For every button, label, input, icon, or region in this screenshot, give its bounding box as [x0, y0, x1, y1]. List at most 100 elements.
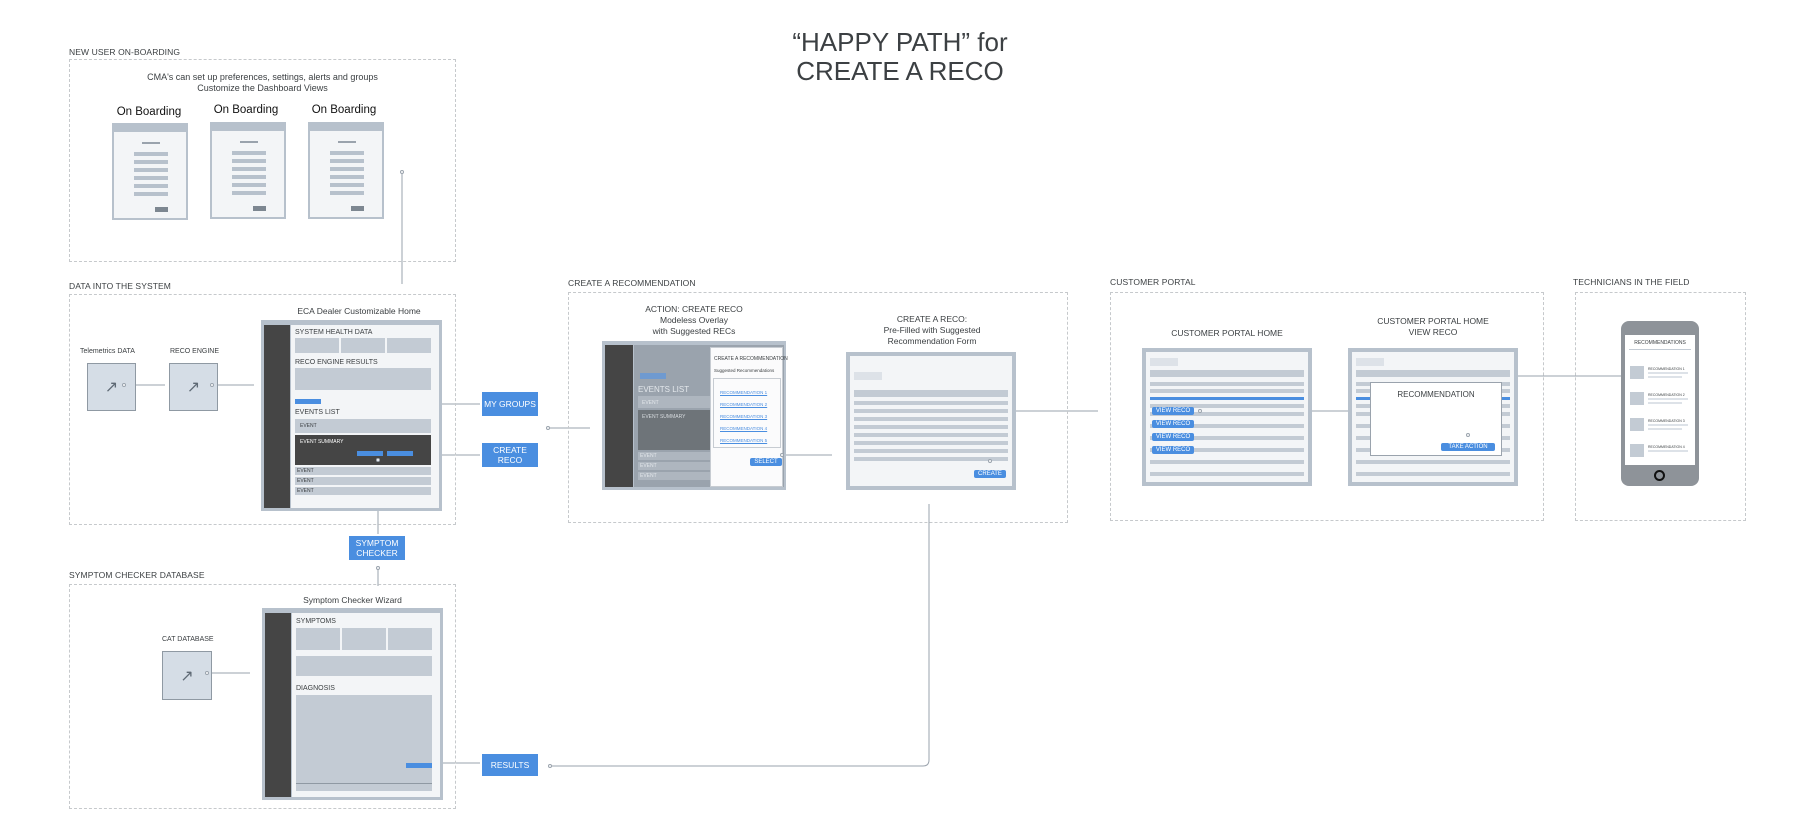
- item-thumb-icon: [1630, 444, 1644, 457]
- connector-dot: [400, 170, 404, 174]
- overlay-screen: EVENTS LIST EVENT EVENT SUMMARY EVENT EV…: [602, 341, 788, 490]
- connector-dot: [1466, 433, 1470, 437]
- section-label-data: DATA INTO THE SYSTEM: [69, 281, 171, 291]
- wizard-title: Symptom Checker Wizard: [303, 595, 402, 605]
- recommendation-dialog-title: RECOMMENDATION: [1397, 390, 1475, 399]
- home-button-icon[interactable]: [1654, 470, 1665, 481]
- portal-view-title: CUSTOMER PORTAL HOME VIEW RECO: [1348, 316, 1518, 338]
- diagram-title: “HAPPY PATH” for CREATE A RECO: [0, 28, 1800, 86]
- home-content: SYSTEM HEALTH DATA RECO ENGINE RESULTS E…: [291, 325, 439, 508]
- home-event-button[interactable]: [295, 399, 321, 404]
- form-title-line-2: Pre-Filled with Suggested: [883, 325, 981, 335]
- cat-database-node: ↗: [162, 651, 212, 700]
- phone-device: RECOMMENDATIONS RECOMMENDATION 1 RECOMME…: [1621, 321, 1699, 486]
- view-reco-button-3[interactable]: VIEW RECO: [1152, 433, 1194, 441]
- phone-item-3[interactable]: RECOMMENDATION 3: [1648, 419, 1685, 423]
- recommendation-link-5[interactable]: RECOMMENDATION 5: [720, 438, 768, 443]
- overlay-title: CREATE A RECOMMENDATION: [714, 356, 788, 362]
- action-title-line-1: ACTION: CREATE RECO: [645, 304, 743, 314]
- section-label-symptom: SYMPTOM CHECKER DATABASE: [69, 570, 205, 580]
- overlay-event-row: EVENT: [640, 453, 657, 459]
- symptom-container: [69, 584, 456, 809]
- section-label-portal: CUSTOMER PORTAL: [1110, 277, 1196, 287]
- onboarding-container: [69, 59, 456, 262]
- connector-dot: [210, 383, 214, 387]
- create-button[interactable]: CREATE: [974, 470, 1006, 478]
- event-row: EVENT: [297, 488, 314, 494]
- take-action-button[interactable]: TAKE ACTION: [1441, 443, 1495, 451]
- event-row: EVENT: [300, 423, 317, 429]
- event-summary-panel: [295, 435, 431, 465]
- overlay-subtitle: Suggested Recommendations: [714, 368, 775, 373]
- results-tag[interactable]: RESULTS: [482, 754, 538, 776]
- action-title-line-2: Modeless Overlay: [659, 315, 729, 325]
- item-thumb-icon: [1630, 392, 1644, 405]
- recommendation-link-4[interactable]: RECOMMENDATION 4: [720, 426, 768, 431]
- onboarding-desc-line-2: Customize the Dashboard Views: [197, 83, 328, 93]
- onboarding-description: CMA's can set up preferences, settings, …: [69, 72, 456, 94]
- create-reco-tag[interactable]: CREATE RECO: [482, 443, 538, 467]
- portal-view-title-line-1: CUSTOMER PORTAL HOME: [1377, 316, 1489, 326]
- title-line-1: “HAPPY PATH” for: [792, 27, 1008, 57]
- technicians-container: [1575, 292, 1746, 521]
- view-reco-button-2[interactable]: VIEW RECO: [1152, 420, 1194, 428]
- my-groups-tag[interactable]: MY GROUPS: [482, 392, 538, 416]
- events-list-label: EVENTS LIST: [295, 409, 340, 416]
- home-sidebar: [264, 325, 290, 508]
- event-summary-button-1[interactable]: [357, 451, 383, 456]
- form-title-line-3: Recommendation Form: [887, 336, 977, 346]
- event-summary-button-2[interactable]: [387, 451, 413, 456]
- portal-view-title-line-2: VIEW RECO: [1408, 327, 1458, 337]
- create-form-screen: CREATE: [846, 352, 1016, 490]
- wizard-sidebar: [265, 613, 291, 797]
- overlay-event-summary: EVENT SUMMARY: [642, 414, 686, 420]
- reco-results-label: RECO ENGINE RESULTS: [295, 359, 378, 366]
- system-health-label: SYSTEM HEALTH DATA: [295, 329, 373, 336]
- item-thumb-icon: [1630, 418, 1644, 431]
- reco-engine-node: ↗: [169, 363, 218, 411]
- connector-dot: [988, 459, 992, 463]
- onboarding-screen-2: ●●●: [210, 122, 286, 219]
- phone-item-2[interactable]: RECOMMENDATION 2: [1648, 393, 1685, 397]
- portal-container: [1110, 292, 1544, 521]
- recommendation-link-2[interactable]: RECOMMENDATION 2: [720, 402, 768, 407]
- onboarding-screen-1: ●●●: [112, 123, 188, 220]
- recommendation-link-1[interactable]: RECOMMENDATION 1: [720, 390, 768, 395]
- view-reco-button-1[interactable]: VIEW RECO: [1152, 407, 1194, 415]
- item-thumb-icon: [1630, 366, 1644, 379]
- connector-dot: [376, 566, 380, 570]
- connector-dot: [122, 383, 126, 387]
- recommendation-dialog: RECOMMENDATION TAKE ACTION: [1370, 382, 1502, 456]
- phone-item-1[interactable]: RECOMMENDATION 1: [1648, 367, 1685, 371]
- data-container: [69, 294, 456, 525]
- onboarding-screen-title-1: On Boarding: [116, 106, 182, 118]
- window-dots-icon: ●●●: [310, 124, 382, 136]
- telematics-node: ↗: [87, 363, 136, 411]
- portal-home-title: CUSTOMER PORTAL HOME: [1171, 328, 1283, 338]
- connector-dot: [780, 453, 784, 457]
- modeless-overlay: CREATE A RECOMMENDATION Suggested Recomm…: [710, 347, 788, 487]
- overlay-event-row: EVENT: [640, 473, 657, 479]
- action-title-line-3: with Suggested RECs: [652, 326, 736, 336]
- overlay-event-row: EVENT: [640, 463, 657, 469]
- connector-dot: [1198, 409, 1202, 413]
- symptoms-label: SYMPTOMS: [296, 618, 336, 625]
- wizard-results-button[interactable]: [406, 763, 432, 768]
- action-title: ACTION: CREATE RECO Modeless Overlay wit…: [608, 304, 780, 337]
- view-reco-button-4[interactable]: VIEW RECO: [1152, 446, 1194, 454]
- arrow-up-right-icon: ↗: [186, 379, 201, 396]
- window-dots-icon: ●●●: [212, 124, 284, 136]
- diagnosis-label: DIAGNOSIS: [296, 685, 335, 692]
- phone-item-4[interactable]: RECOMMENDATION 4: [1648, 445, 1685, 449]
- reco-engine-label: RECO ENGINE: [170, 348, 220, 355]
- symptom-checker-tag[interactable]: SYMPTOM CHECKER: [349, 536, 405, 560]
- overlay-event-row: EVENT: [642, 400, 659, 406]
- create-container: [568, 292, 1068, 523]
- telematics-label: Telemetrics DATA: [80, 348, 135, 355]
- portal-view-screen: RECOMMENDATION TAKE ACTION: [1348, 348, 1518, 486]
- recommendation-link-3[interactable]: RECOMMENDATION 3: [720, 414, 768, 419]
- overlay-events-list: EVENTS LIST: [638, 385, 690, 394]
- event-row: EVENT: [297, 468, 314, 474]
- select-button[interactable]: SELECT: [750, 458, 782, 466]
- onboarding-screen-title-2: On Boarding: [213, 104, 279, 116]
